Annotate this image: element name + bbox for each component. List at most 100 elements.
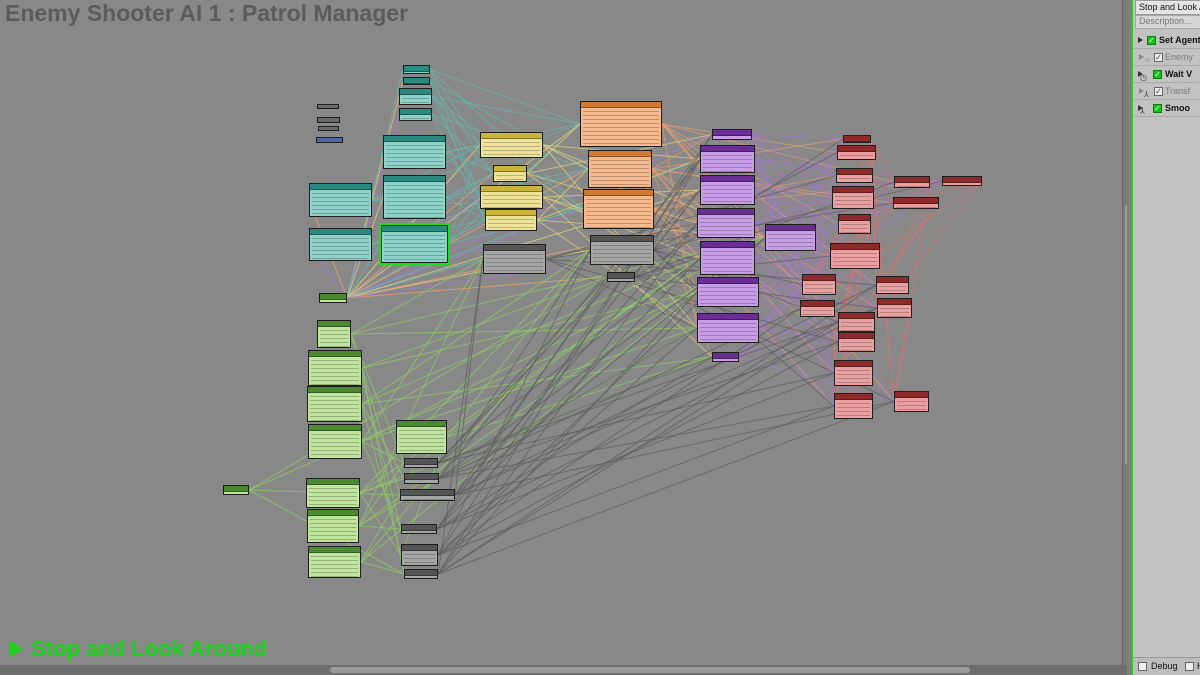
state-node[interactable] [877, 298, 912, 318]
state-node[interactable] [800, 300, 835, 317]
description-field[interactable]: Description... [1135, 15, 1200, 29]
vertical-scrollbar[interactable] [1122, 0, 1127, 665]
state-node[interactable] [697, 313, 759, 343]
state-node[interactable] [483, 244, 546, 274]
enable-checkbox[interactable]: ✓ [1153, 104, 1162, 113]
horizontal-scroll-thumb[interactable] [330, 667, 970, 673]
state-node[interactable] [309, 183, 372, 217]
state-node[interactable] [383, 175, 446, 219]
state-node[interactable] [318, 126, 339, 131]
state-node[interactable] [607, 272, 635, 282]
node-connection [893, 307, 913, 402]
state-node[interactable] [834, 360, 873, 386]
state-node[interactable] [401, 524, 437, 534]
horizontal-scrollbar[interactable] [0, 665, 1127, 675]
state-node[interactable] [712, 352, 739, 362]
vertical-scroll-thumb[interactable] [1125, 205, 1127, 465]
state-node[interactable] [583, 189, 654, 229]
state-node[interactable] [837, 145, 876, 160]
state-node[interactable] [309, 228, 372, 261]
state-node[interactable] [399, 108, 432, 121]
state-node[interactable] [306, 478, 360, 508]
state-node[interactable] [403, 77, 430, 85]
debug-checkbox[interactable] [1138, 662, 1147, 671]
state-node[interactable] [404, 458, 438, 468]
task-item-transform[interactable]: ⅄ ✓ Transf [1133, 84, 1200, 100]
state-node[interactable] [403, 65, 430, 74]
state-node[interactable] [942, 176, 982, 186]
state-node[interactable] [400, 489, 455, 501]
state-node[interactable] [485, 209, 537, 231]
node-task-row [311, 443, 359, 447]
state-node[interactable] [830, 243, 880, 269]
task-item-set-agent[interactable]: ✓ Set Agent [1133, 33, 1200, 49]
expand-arrow-icon[interactable] [1139, 54, 1144, 60]
graph-canvas[interactable]: Enemy Shooter AI 1 : Patrol Manager Stop… [0, 0, 1127, 665]
state-node[interactable] [590, 235, 654, 265]
expand-arrow-icon[interactable] [1138, 71, 1143, 77]
state-node[interactable] [843, 135, 871, 143]
state-node[interactable] [836, 168, 873, 183]
state-node[interactable] [493, 165, 527, 182]
state-node[interactable] [399, 88, 432, 105]
state-node[interactable] [838, 214, 871, 234]
expand-arrow-icon[interactable] [1138, 105, 1143, 111]
node-task-row [703, 260, 752, 264]
state-node[interactable] [712, 129, 752, 140]
state-node[interactable] [802, 274, 836, 295]
state-node[interactable] [700, 175, 755, 205]
state-node[interactable] [700, 145, 755, 173]
state-node[interactable] [317, 117, 340, 123]
node-header [698, 278, 758, 284]
state-node[interactable] [894, 176, 930, 188]
state-node[interactable] [838, 312, 875, 332]
node-connection [436, 276, 608, 530]
state-node[interactable] [308, 350, 362, 386]
state-node[interactable] [383, 135, 446, 169]
task-item-enemy[interactable]: ⁘ ✓ Enemy [1133, 50, 1200, 66]
state-node[interactable] [765, 224, 816, 251]
state-node[interactable] [838, 332, 875, 352]
state-node[interactable] [396, 420, 447, 454]
state-node[interactable] [832, 186, 874, 209]
enable-checkbox[interactable]: ✓ [1154, 53, 1163, 62]
expand-arrow-icon[interactable] [1139, 88, 1144, 94]
state-node[interactable] [308, 424, 362, 459]
expand-arrow-icon[interactable] [1138, 37, 1143, 43]
node-task-row [703, 190, 752, 194]
task-item-wait[interactable]: ◷ ✓ Wait V [1133, 67, 1200, 83]
state-node[interactable] [307, 386, 362, 422]
task-item-smooth[interactable]: ⅄ ✓ Smoo [1133, 101, 1200, 117]
enable-checkbox[interactable]: ✓ [1154, 87, 1163, 96]
state-node[interactable] [223, 485, 249, 495]
node-task-row [483, 196, 540, 200]
state-node[interactable] [580, 101, 662, 147]
state-node[interactable] [893, 197, 939, 209]
state-node[interactable] [876, 276, 909, 294]
enable-checkbox[interactable]: ✓ [1153, 70, 1162, 79]
state-node[interactable] [316, 137, 343, 143]
node-connection [361, 441, 405, 464]
state-node[interactable] [317, 320, 351, 348]
state-node[interactable] [401, 544, 438, 566]
state-node[interactable] [317, 104, 339, 109]
state-node[interactable] [834, 393, 873, 419]
state-node[interactable] [700, 241, 755, 275]
state-node[interactable] [697, 208, 755, 238]
state-node[interactable] [404, 569, 438, 579]
node-connection [758, 327, 839, 343]
enable-checkbox[interactable]: ✓ [1147, 36, 1156, 45]
state-node[interactable] [307, 509, 359, 543]
state-node[interactable] [404, 473, 439, 484]
second-checkbox[interactable] [1185, 662, 1194, 671]
state-node[interactable] [894, 391, 929, 412]
state-node[interactable] [697, 277, 759, 307]
state-node[interactable] [588, 150, 652, 188]
state-node[interactable] [319, 293, 347, 303]
state-node[interactable] [480, 185, 543, 209]
state-node[interactable] [379, 223, 450, 265]
state-node[interactable] [480, 132, 543, 158]
node-connection [542, 144, 589, 170]
state-node[interactable] [308, 546, 361, 578]
state-name-field[interactable]: Stop and Look Around [1135, 0, 1200, 15]
